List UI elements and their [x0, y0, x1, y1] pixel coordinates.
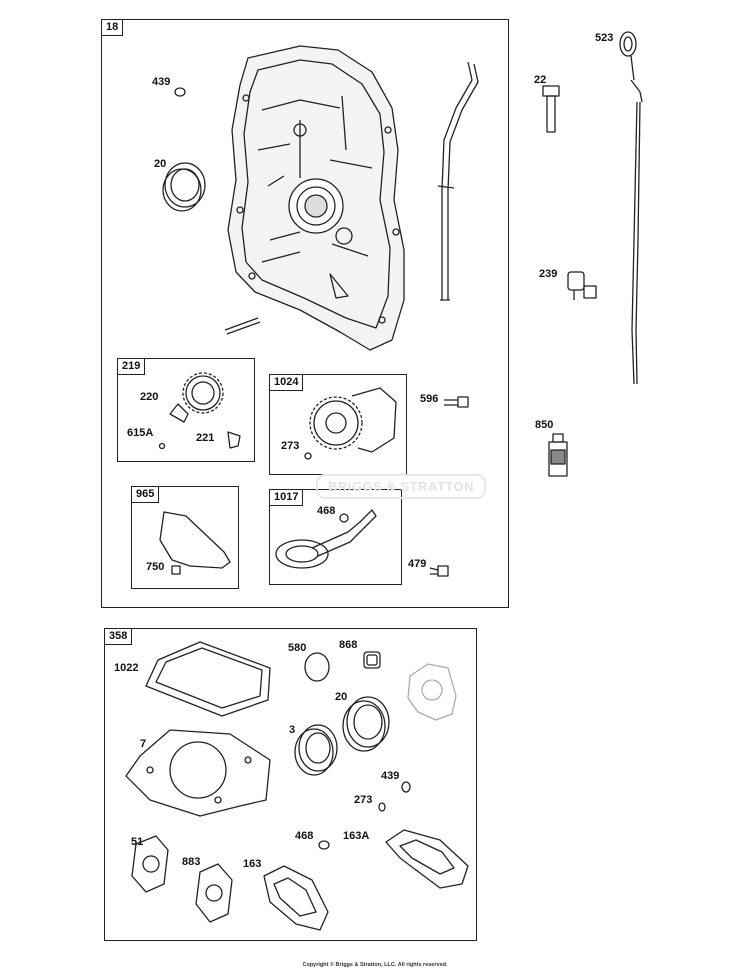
assembly-tag-219: 219	[117, 358, 146, 375]
oil-seal-20-set	[342, 696, 390, 752]
o-ring-580	[304, 652, 330, 682]
copyright-notice: Copyright © Briggs & Stratton, LLC. All …	[302, 962, 448, 968]
callout-883: 883	[182, 856, 201, 868]
gasket-163	[263, 865, 329, 931]
assembly-box-219: 219	[117, 358, 255, 462]
gasket-51	[131, 835, 169, 893]
callout-615A: 615A	[127, 427, 154, 439]
assembly-tag-358: 358	[104, 628, 133, 645]
callout-273: 273	[281, 440, 300, 452]
callout-22: 22	[534, 74, 547, 86]
callout-479: 479	[408, 558, 427, 570]
callout-868: 868	[339, 639, 358, 651]
callout-221: 221	[196, 432, 215, 444]
dowel-pin	[224, 317, 261, 335]
callout-750: 750	[146, 561, 165, 573]
callout-3: 3	[289, 724, 296, 736]
brand-watermark: BRIGGS & STRATTON	[316, 474, 486, 499]
callout-523: 523	[595, 32, 614, 44]
assembly-box-965: 965	[131, 486, 239, 589]
assembly-tag-18: 18	[101, 19, 124, 36]
callout-273-set: 273	[354, 794, 373, 806]
callout-239: 239	[539, 268, 558, 280]
gear-219	[158, 372, 241, 450]
seal-868	[363, 651, 381, 669]
callout-7: 7	[140, 738, 147, 750]
callout-20-set: 20	[335, 691, 348, 703]
oil-seal-3	[294, 724, 338, 776]
gasket-883	[195, 863, 233, 923]
gasket-1022	[145, 641, 271, 717]
o-ring-468-set	[318, 840, 330, 850]
gasket-163A	[385, 829, 469, 889]
bolt-596	[444, 396, 469, 408]
callout-20: 20	[154, 158, 167, 170]
callout-220: 220	[140, 391, 159, 403]
bolt-479	[429, 565, 449, 577]
gasket-outline-faint	[407, 663, 457, 721]
callout-1022: 1022	[114, 662, 139, 674]
callout-163A: 163A	[343, 830, 370, 842]
callout-468-set: 468	[295, 830, 314, 842]
assembly-tag-1024: 1024	[269, 374, 304, 391]
dipstick-tube	[441, 61, 479, 300]
dipstick-523	[619, 31, 643, 385]
callout-439: 439	[152, 76, 171, 88]
callout-596: 596	[420, 393, 439, 405]
fitting-239	[567, 271, 597, 300]
crankcase-cover-drawing	[227, 45, 405, 351]
bolt-22	[542, 85, 560, 133]
o-ring-273-set	[378, 802, 386, 812]
oil-pickup-1017	[275, 509, 377, 569]
callout-439-set: 439	[381, 770, 400, 782]
gasket-7	[125, 729, 271, 817]
oil-pump-1024	[304, 387, 397, 460]
o-ring-439	[174, 87, 186, 97]
callout-51: 51	[131, 836, 144, 848]
callout-163: 163	[243, 858, 262, 870]
assembly-box-18: 18	[101, 19, 509, 608]
assembly-tag-965: 965	[131, 486, 160, 503]
assembly-box-1017: 1017	[269, 489, 402, 585]
sealant-tube-850	[548, 433, 568, 477]
callout-580: 580	[288, 642, 307, 654]
assembly-tag-1017: 1017	[269, 489, 304, 506]
callout-468: 468	[317, 505, 336, 517]
o-ring-439-set	[401, 781, 411, 793]
callout-850: 850	[535, 419, 554, 431]
cover-plate-965	[159, 511, 231, 575]
oil-seal-20	[162, 162, 206, 212]
assembly-box-358: 358	[104, 628, 477, 941]
